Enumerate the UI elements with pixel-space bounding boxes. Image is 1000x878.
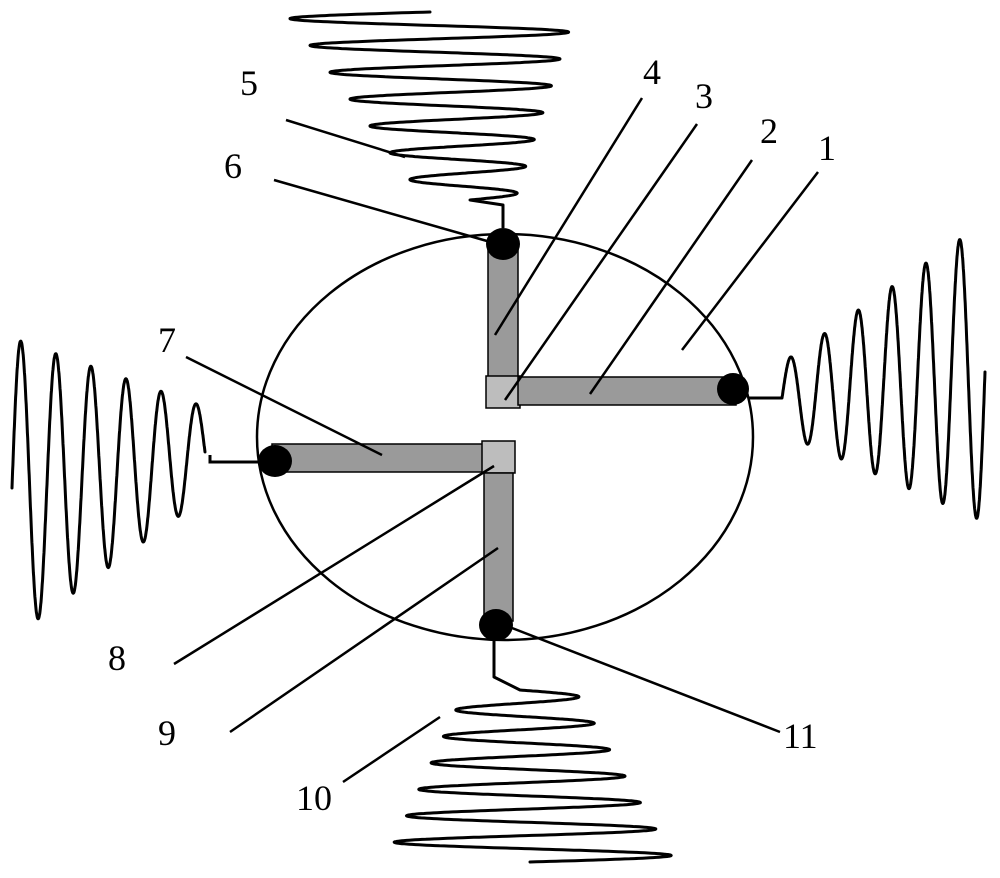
- wave-left: [10, 339, 207, 621]
- label-7: 7: [158, 320, 176, 360]
- wave-top: [288, 10, 571, 207]
- knob-left: [258, 445, 292, 477]
- leader-5: [285, 118, 406, 159]
- arm-9: [483, 472, 514, 622]
- leader-9: [229, 546, 499, 734]
- label-2: 2: [760, 111, 778, 151]
- wave-bottom: [392, 675, 673, 864]
- label-8: 8: [108, 638, 126, 678]
- leader-2: [588, 159, 754, 395]
- leader-11: [511, 626, 781, 734]
- knob-top: [486, 228, 520, 260]
- leader-6: [273, 178, 488, 243]
- leader-8: [173, 464, 495, 666]
- hub-8: [481, 440, 516, 474]
- wire-left: [208, 455, 258, 464]
- leader-4: [493, 97, 644, 336]
- leader-3: [503, 123, 699, 401]
- arm-2: [517, 376, 737, 406]
- label-10: 10: [296, 778, 332, 818]
- label-5: 5: [240, 63, 258, 103]
- leader-7: [185, 355, 383, 457]
- hub-3: [485, 375, 521, 409]
- label-3: 3: [695, 76, 713, 116]
- leader-10: [342, 715, 441, 784]
- knob-bottom: [479, 609, 513, 641]
- label-11: 11: [783, 716, 818, 756]
- wave-right: [778, 238, 987, 520]
- label-6: 6: [224, 146, 242, 186]
- arm-7: [271, 443, 485, 473]
- label-1: 1: [818, 128, 836, 168]
- arm-4: [487, 239, 519, 381]
- label-4: 4: [643, 52, 661, 92]
- leader-1: [681, 171, 819, 351]
- knob-right: [717, 373, 749, 405]
- label-9: 9: [158, 713, 176, 753]
